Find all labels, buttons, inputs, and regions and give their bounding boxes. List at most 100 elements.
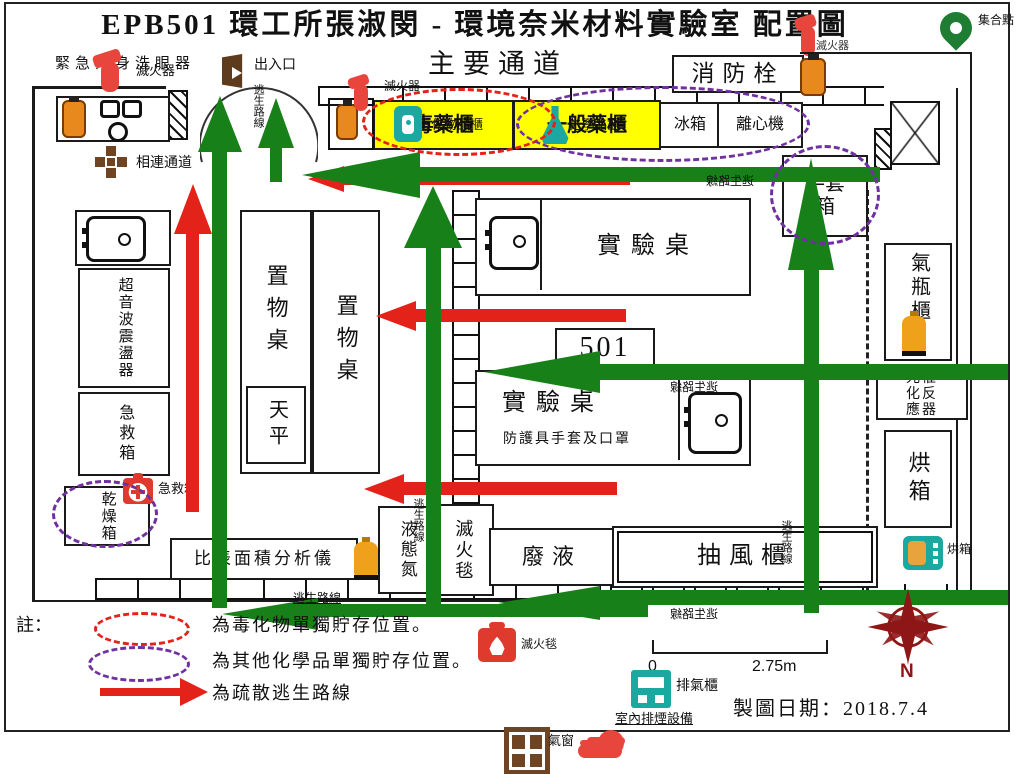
green-arrow-shaft: [418, 167, 880, 182]
oven-label: 烘箱: [905, 451, 931, 507]
connecting-passage-label: 相連通道: [136, 156, 192, 171]
green-arrow-head: [198, 96, 242, 152]
waste-liquid-label: 廢液: [521, 544, 582, 570]
exit-label: 出入口: [254, 58, 296, 73]
legend-red-arrow-head: [180, 678, 208, 706]
exhaust-cabinet-icon: [631, 670, 671, 708]
escape-route-label: 逃生路線: [412, 498, 425, 542]
escape-route-label: 逃生路線: [780, 520, 793, 564]
fire-blanket-icon-label: 滅火毯: [521, 637, 558, 651]
assembly-point-label: 集合點: [978, 13, 1015, 27]
escape-route-label: 逃生路線: [293, 591, 342, 605]
gas-cabinet-label: 氣瓶櫃: [907, 252, 930, 324]
compass-north-label: N: [900, 661, 914, 682]
page-title: EPB501 環工所張淑閔 - 環境奈米材料實驗室 配置圖: [101, 9, 849, 41]
gas-cylinder-icon: [354, 537, 378, 580]
escape-route-label-mirrored: 逃生路線: [670, 607, 719, 621]
red-arrow-shaft: [402, 482, 617, 495]
surface-analyzer-box: 比表面積分析儀: [170, 538, 358, 580]
legend-note: 註：: [16, 615, 52, 635]
legend-toxic-text: 為毒化物單獨貯存位置。: [212, 615, 432, 635]
wall-dashed-partition: [866, 190, 869, 602]
window-label: 氣窗: [548, 733, 575, 748]
oven-icon-label: 烘箱: [947, 542, 972, 556]
lab-bench-label: 實驗桌: [597, 233, 699, 260]
scale-bar: [652, 652, 828, 654]
ultrasonic-box: 超音波震盪器: [78, 268, 170, 388]
legend-chem-text: 為其他化學品單獨貯存位置。: [212, 651, 472, 671]
fire-extinguisher-label: 滅火器: [384, 79, 421, 93]
main-aisle-label: 主要通道: [428, 49, 568, 79]
sink-icon: [485, 216, 539, 270]
sink-icon: [684, 392, 742, 454]
ppe-note-label: 防護具手套及口罩: [503, 432, 631, 447]
fire-extinguisher-drawn: [800, 54, 826, 96]
ultrasonic-label: 超音波震盪器: [116, 277, 133, 379]
scale-tick-left: [652, 640, 654, 654]
indoor-smoke-exhaust-label: 室內排煙設備: [615, 711, 694, 726]
fire-hydrant-box: 消防栓: [672, 55, 804, 93]
window-icon: [504, 727, 550, 774]
waste-liquid-box: 廢液: [489, 528, 615, 586]
green-arrow-shaft: [212, 150, 227, 608]
green-arrow-shaft: [426, 246, 441, 610]
eyewash-station-icon: [100, 100, 140, 142]
red-arrow-shaft: [186, 232, 199, 512]
fume-hood-label: 抽風櫃: [697, 543, 793, 570]
green-arrow-head: [404, 186, 462, 248]
wall-right-inner: [956, 88, 958, 602]
escape-route-label-mirrored: 逃生路線: [670, 380, 719, 394]
oven-box: 烘箱: [884, 430, 952, 528]
fire-extinguisher-label: 滅火器: [136, 63, 176, 78]
bench-divider: [540, 200, 542, 290]
wall-left: [32, 86, 35, 602]
legend-route-text: 為疏散逃生路線: [212, 683, 352, 703]
red-arrow-shaft: [414, 309, 626, 322]
first-aid-label: 急救箱: [116, 404, 134, 464]
fire-blanket-icon: [478, 622, 516, 662]
red-arrow-head: [174, 184, 212, 234]
chem-storage-ellipse: [52, 480, 158, 548]
first-aid-box: 急救箱: [78, 392, 170, 476]
legend-red-arrow-shaft: [100, 688, 180, 696]
smoke-cloud-icon: [578, 730, 624, 760]
green-arrow-head: [222, 598, 318, 630]
exhaust-cabinet-label: 排氣櫃: [676, 679, 718, 694]
scale-start: 0: [648, 658, 657, 675]
green-arrow-shaft: [598, 364, 1008, 380]
storage-table-label: 置物桌: [263, 264, 289, 360]
fire-extinguisher-label: 滅火器: [816, 40, 849, 52]
scale-end: 2.75m: [752, 658, 797, 675]
wall-right-outer: [970, 54, 972, 602]
gas-cabinet-box: 氣瓶櫃: [884, 243, 952, 361]
surface-analyzer-label: 比表面積分析儀: [194, 549, 334, 569]
balance-box: 天平: [246, 386, 306, 464]
green-arrow-head: [498, 586, 600, 620]
fire-blanket-label: 滅火毯: [453, 518, 474, 582]
green-arrow-head: [302, 152, 420, 198]
escape-route-label: 逃生路線: [252, 84, 265, 128]
fire-extinguisher-icon: [346, 76, 376, 114]
gas-cylinder-icon: [902, 311, 926, 356]
wall-bottom: [32, 600, 775, 602]
fire-extinguisher-icon: [793, 16, 823, 60]
fire-extinguisher-icon: [90, 52, 130, 96]
green-arrow-shaft: [804, 266, 819, 613]
storage-table-label: 置物桌: [333, 294, 359, 390]
scale-tick-right: [826, 640, 828, 654]
date-label: 製圖日期：2018.7.4: [733, 698, 929, 720]
legend-chem-ellipse: [88, 646, 190, 682]
wall-top-right: [800, 52, 972, 54]
oven-icon: [903, 536, 943, 570]
red-arrow-head: [376, 301, 416, 331]
storage-table-right: 置物桌: [312, 210, 380, 474]
compass-rose: [867, 588, 949, 666]
lab-bench-label: 實驗桌: [502, 390, 604, 416]
connecting-passage-icon: [95, 146, 127, 178]
fire-blanket-box: 滅火毯: [432, 504, 494, 596]
legend-toxic-ellipse: [94, 612, 190, 646]
sink-icon: [82, 216, 146, 262]
escape-route-label-mirrored: 逃生路線: [706, 174, 755, 188]
door-jamb-pillar: [168, 90, 188, 140]
